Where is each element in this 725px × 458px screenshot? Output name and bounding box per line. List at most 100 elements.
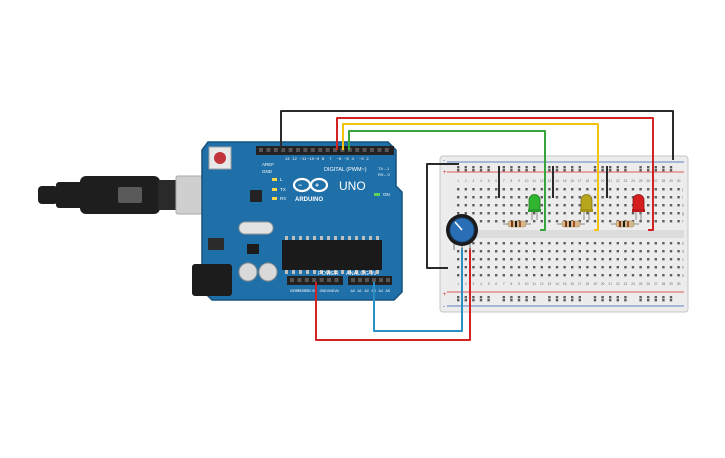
breadboard-rail-hole[interactable] (479, 166, 483, 169)
resistors[interactable] (503, 220, 639, 228)
breadboard-rail-hole[interactable] (487, 166, 490, 169)
breadboard-hole[interactable] (624, 242, 627, 245)
breadboard-hole[interactable] (533, 250, 536, 253)
breadboard-hole[interactable] (563, 196, 566, 199)
breadboard-rail-hole[interactable] (593, 299, 597, 302)
breadboard-hole[interactable] (555, 242, 559, 245)
breadboard-hole[interactable] (517, 204, 521, 207)
digital-header[interactable] (256, 146, 394, 155)
breadboard-rail-hole[interactable] (472, 166, 475, 169)
breadboard-rail-hole[interactable] (601, 299, 604, 302)
breadboard-hole[interactable] (578, 266, 581, 269)
breadboard-rail-hole[interactable] (601, 296, 604, 299)
analog-pin-hole[interactable] (358, 278, 362, 282)
breadboard-rail-hole[interactable] (533, 296, 536, 299)
breadboard-hole[interactable] (472, 266, 475, 269)
breadboard-hole[interactable] (647, 250, 650, 253)
breadboard-rail-hole[interactable] (563, 169, 566, 172)
breadboard-rail-hole[interactable] (479, 169, 483, 172)
breadboard-rail-hole[interactable] (616, 166, 619, 169)
breadboard-hole[interactable] (510, 266, 513, 269)
power-pin-hole[interactable] (297, 278, 302, 282)
digital-pin-hole[interactable] (333, 148, 337, 152)
breadboard-rail-hole[interactable] (647, 296, 650, 299)
breadboard-hole[interactable] (525, 188, 528, 191)
breadboard-hole[interactable] (624, 188, 627, 191)
breadboard-hole[interactable] (548, 274, 551, 277)
breadboard-hole[interactable] (548, 250, 551, 253)
breadboard-hole[interactable] (647, 212, 650, 215)
breadboard-hole[interactable] (472, 250, 475, 253)
breadboard-rail-hole[interactable] (517, 299, 521, 302)
digital-pin-hole[interactable] (318, 148, 323, 152)
breadboard-hole[interactable] (464, 212, 467, 215)
breadboard-hole[interactable] (487, 266, 490, 269)
analog-pin-hole[interactable] (372, 278, 376, 282)
breadboard-rail-hole[interactable] (624, 169, 627, 172)
breadboard-hole[interactable] (464, 258, 467, 261)
breadboard-hole[interactable] (525, 274, 528, 277)
breadboard-hole[interactable] (495, 242, 498, 245)
breadboard-hole[interactable] (555, 266, 559, 269)
breadboard-hole[interactable] (464, 188, 467, 191)
breadboard-hole[interactable] (654, 220, 657, 223)
breadboard-rail-hole[interactable] (457, 296, 460, 299)
breadboard-hole[interactable] (540, 204, 543, 207)
breadboard-hole[interactable] (624, 274, 627, 277)
black-gnd-wire[interactable] (280, 110, 674, 160)
breadboard-hole[interactable] (586, 274, 589, 277)
breadboard-hole[interactable] (563, 258, 566, 261)
breadboard-rail-hole[interactable] (639, 169, 642, 172)
breadboard-hole[interactable] (609, 212, 612, 215)
breadboard-hole[interactable] (578, 204, 581, 207)
breadboard-rail-hole[interactable] (464, 169, 467, 172)
breadboard-hole[interactable] (669, 242, 673, 245)
analog-header-holes[interactable] (351, 278, 390, 282)
breadboard-hole[interactable] (510, 242, 513, 245)
breadboard-hole[interactable] (472, 204, 475, 207)
breadboard-hole[interactable] (457, 204, 460, 207)
breadboard-hole[interactable] (479, 242, 483, 245)
breadboard-hole[interactable] (571, 266, 574, 269)
breadboard-hole[interactable] (555, 212, 559, 215)
breadboard-hole[interactable] (548, 266, 551, 269)
breadboard-rail-hole[interactable] (571, 299, 574, 302)
analog-pin-hole[interactable] (365, 278, 369, 282)
breadboard-rail-hole[interactable] (601, 169, 604, 172)
breadboard-hole[interactable] (464, 274, 467, 277)
breadboard-rail-hole[interactable] (487, 169, 490, 172)
breadboard-hole[interactable] (479, 250, 483, 253)
breadboard-rail-hole[interactable] (662, 299, 665, 302)
breadboard-rail-hole[interactable] (593, 296, 597, 299)
breadboard-hole[interactable] (578, 188, 581, 191)
breadboard-hole[interactable] (571, 212, 574, 215)
analog-header[interactable] (348, 276, 392, 285)
breadboard-hole[interactable] (502, 242, 505, 245)
digital-pin-hole[interactable] (384, 148, 389, 152)
breadboard-rail-hole[interactable] (563, 296, 566, 299)
breadboard-rail-hole[interactable] (510, 299, 513, 302)
breadboard-hole[interactable] (662, 212, 665, 215)
breadboard-hole[interactable] (555, 250, 559, 253)
breadboard-hole[interactable] (616, 242, 619, 245)
breadboard-hole[interactable] (654, 242, 657, 245)
breadboard-hole[interactable] (563, 188, 566, 191)
power-pin-hole[interactable] (290, 278, 294, 282)
breadboard-rail-hole[interactable] (654, 299, 657, 302)
breadboard-hole[interactable] (472, 188, 475, 191)
breadboard-hole[interactable] (586, 188, 589, 191)
breadboard-hole[interactable] (578, 196, 581, 199)
breadboard-hole[interactable] (669, 266, 673, 269)
breadboard-rail-hole[interactable] (654, 296, 657, 299)
breadboard-hole[interactable] (601, 258, 604, 261)
breadboard-hole[interactable] (487, 196, 490, 199)
breadboard-hole[interactable] (616, 250, 619, 253)
breadboard-hole[interactable] (525, 258, 528, 261)
breadboard-hole[interactable] (457, 250, 460, 253)
breadboard-hole[interactable] (654, 258, 657, 261)
breadboard-hole[interactable] (571, 204, 574, 207)
breadboard-hole[interactable] (548, 188, 551, 191)
breadboard-hole[interactable] (609, 258, 612, 261)
breadboard-hole[interactable] (586, 250, 589, 253)
breadboard-hole[interactable] (662, 274, 665, 277)
